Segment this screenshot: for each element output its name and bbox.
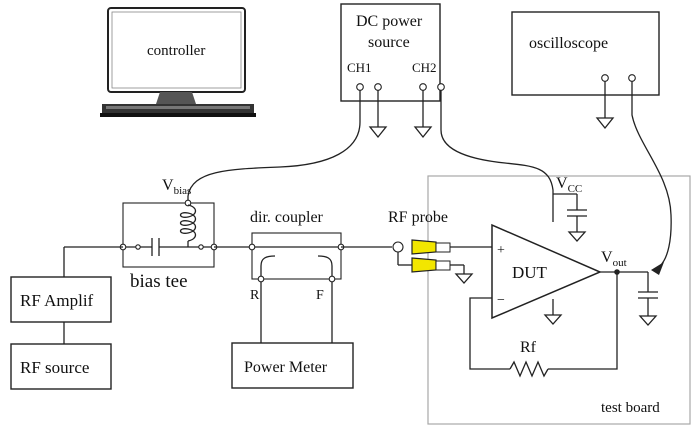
bias-tee-node — [198, 244, 204, 250]
rf-probe-icon — [392, 239, 451, 273]
dc-power-label-line2: source — [368, 34, 410, 51]
vout-label: Vout — [601, 249, 627, 269]
bias-tee-box — [122, 202, 215, 268]
power-meter-box — [231, 342, 354, 389]
oscilloscope-box — [511, 11, 660, 96]
bias-tee-node — [135, 244, 141, 250]
rf-amplifier-label: RF Amplif — [20, 291, 94, 310]
rf-resistor-label: Rf — [520, 339, 537, 356]
oscilloscope-terminal-ground — [601, 74, 609, 82]
power-meter-label: Power Meter — [244, 359, 328, 376]
ch2-label: CH2 — [412, 60, 437, 75]
feedback-resistor — [509, 360, 549, 378]
rf-amplifier-box — [10, 276, 112, 323]
ch2-terminal-positive — [437, 83, 445, 91]
r-port-label: R — [250, 288, 260, 303]
ground-icon — [595, 81, 615, 130]
ground-icon — [368, 90, 388, 139]
ground-icon — [413, 90, 433, 139]
decoupling-capacitor — [567, 194, 587, 242]
test-board-label: test board — [601, 400, 660, 416]
load-capacitor — [638, 272, 658, 326]
ch1-terminal-negative — [374, 83, 382, 91]
rf-source-box — [10, 343, 112, 390]
arrow-icon — [651, 262, 664, 275]
test-board-region — [427, 175, 691, 425]
oscilloscope-terminal-signal — [628, 74, 636, 82]
ground-icon — [543, 299, 563, 325]
ch2-to-vcc-wire — [440, 90, 554, 222]
coupler-r-port — [257, 275, 265, 283]
ch2-terminal-negative — [419, 83, 427, 91]
noninverting-input-label: + — [497, 243, 505, 258]
rf-probe-label: RF probe — [388, 209, 448, 226]
inverting-input-label: − — [497, 293, 505, 308]
dut-label: DUT — [512, 263, 548, 282]
vbias-node — [184, 199, 192, 207]
coupler-f-port — [328, 275, 336, 283]
rf-source-label: RF source — [20, 358, 89, 377]
coupled-line — [260, 255, 333, 279]
vbias-label: Vbias — [162, 177, 191, 197]
coupler-input-port — [248, 243, 256, 251]
dir-coupler-box — [251, 232, 342, 280]
dc-power-label-line1: DC power — [356, 13, 423, 30]
oscilloscope-to-vout-wire — [631, 81, 672, 267]
bias-tee-label: bias tee — [130, 271, 188, 292]
inductor-coil — [179, 204, 197, 242]
ground-icon — [454, 265, 474, 284]
f-port-label: F — [316, 288, 324, 303]
ch1-label: CH1 — [347, 60, 372, 75]
vcc-label: VCC — [556, 175, 582, 195]
ch1-to-vbias-wire — [187, 90, 361, 197]
feedback-wire — [469, 297, 510, 370]
controller-computer-icon: controller — [100, 7, 256, 117]
dir-coupler-label: dir. coupler — [250, 209, 324, 226]
ch1-terminal-positive — [356, 83, 364, 91]
dut-amplifier-triangle — [491, 223, 602, 320]
oscilloscope-label: oscilloscope — [529, 35, 608, 52]
controller-label: controller — [147, 43, 205, 59]
